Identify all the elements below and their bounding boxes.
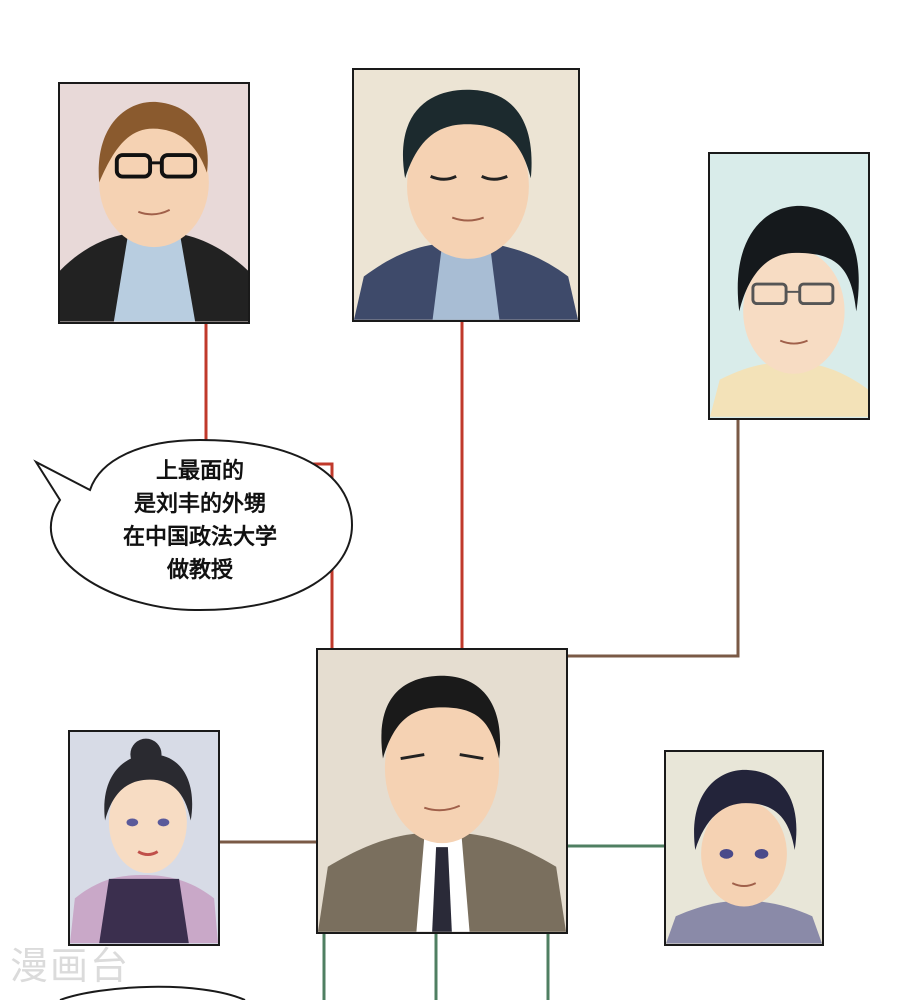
bubble-line-3: 在中国政法大学 (122, 525, 277, 550)
portrait-center-man (316, 648, 568, 934)
bubble-line-2: 是刘丰的外甥 (133, 492, 266, 517)
portrait-glasses-man (58, 82, 250, 324)
portrait-young-man (664, 750, 824, 946)
bubble-line-4: 做教授 (166, 558, 233, 583)
watermark: 漫画台 (10, 944, 131, 988)
speech-bubble-bottom (59, 985, 246, 1000)
speech-bubble (33, 438, 354, 612)
speech-bubble-text: 上最面的 是刘丰的外甥 在中国政法大学 做教授 (80, 455, 320, 587)
line-right-top (566, 418, 740, 658)
portrait-closed-eyes-man (352, 68, 580, 322)
portrait-woman (68, 730, 220, 946)
portrait-professor (708, 152, 870, 420)
bubble-line-1: 上最面的 (155, 459, 244, 484)
